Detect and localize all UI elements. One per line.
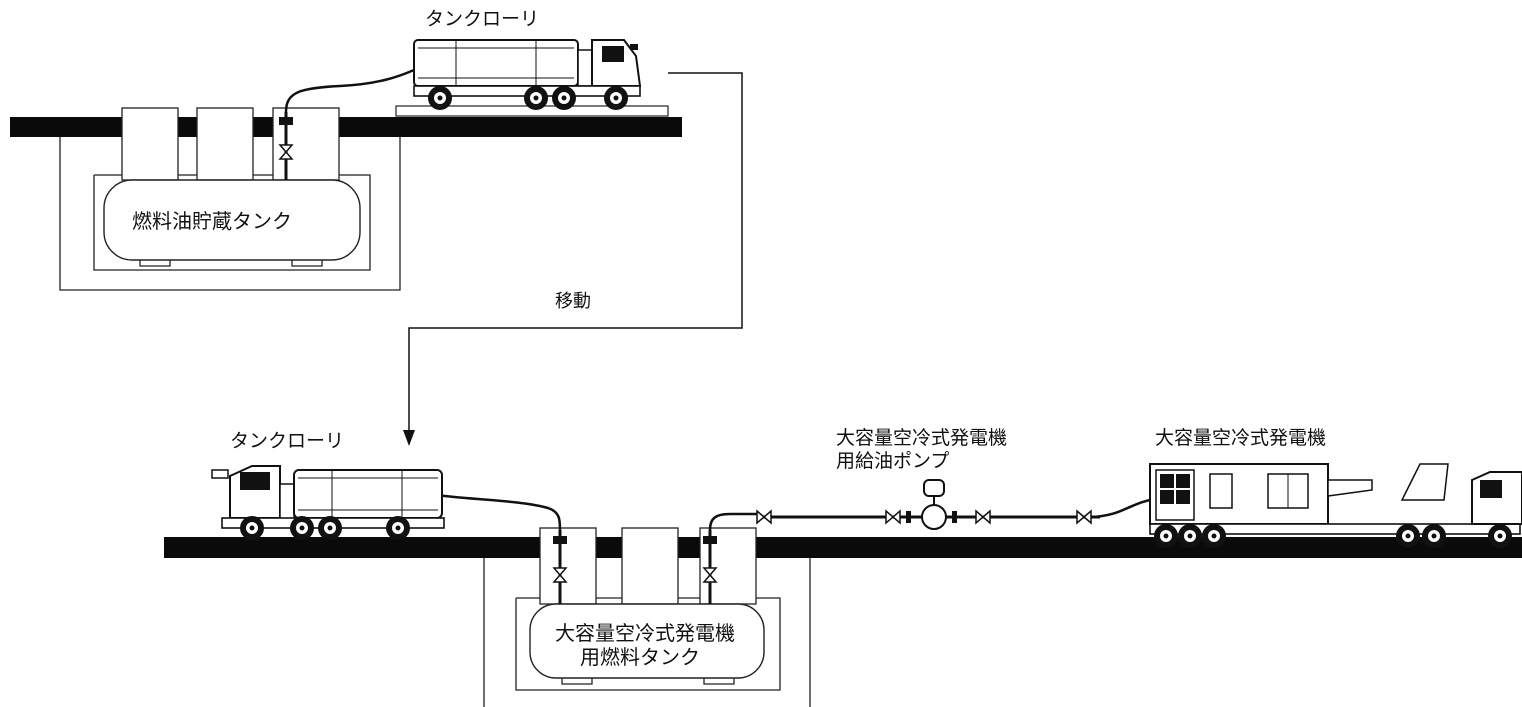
generator-tank-label-line2: 用燃料タンク: [580, 645, 700, 669]
ground-slab-top: [10, 117, 682, 137]
fuel-storage-tank: [103, 179, 361, 267]
move-arrow: [403, 72, 743, 446]
generator-tank-label-line1: 大容量空冷式発電機: [555, 621, 735, 645]
generator-tank-risers: [539, 527, 757, 605]
air-cooled-generator: [1149, 463, 1522, 548]
storage-tank-label: 燃料油貯蔵タンク: [132, 209, 292, 233]
bottom-site: タンクローリ 大容量空冷式発電機 用給油ポンプ 大容量空冷式発電機 大容量空冷式…: [164, 427, 1522, 707]
pump-label-line2: 用給油ポンプ: [836, 450, 949, 472]
fill-pipe: [427, 492, 567, 604]
storage-tank-risers: [121, 107, 340, 181]
suction-pipe-top: [279, 68, 415, 180]
tank-lorry-top-label: タンクローリ: [425, 8, 539, 30]
tank-lorry-bottom: [211, 465, 445, 540]
pump-label-line1: 大容量空冷式発電機: [836, 427, 1007, 449]
generator-fuel-tank: [529, 603, 765, 685]
tank-lorry-bottom-label: タンクローリ: [230, 430, 344, 452]
top-site: タンクローリ 燃料油貯蔵タンク: [10, 8, 682, 291]
generator-tank-pit: [483, 558, 811, 707]
generator-label: 大容量空冷式発電機: [1155, 427, 1326, 449]
move-label: 移動: [555, 291, 591, 312]
ground-slab-bottom: [164, 537, 1522, 558]
tank-lorry-top: [395, 39, 669, 117]
